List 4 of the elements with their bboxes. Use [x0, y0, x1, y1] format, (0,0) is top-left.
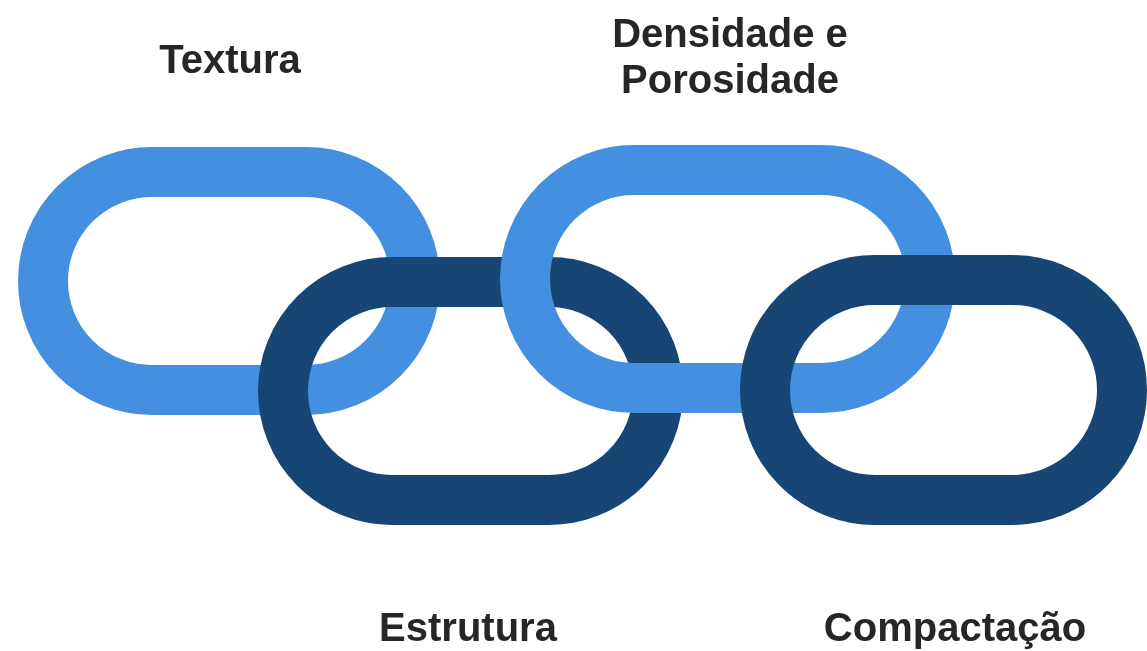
- link-label: Compactação: [822, 604, 1088, 650]
- link-label: Estrutura: [378, 604, 559, 650]
- link-label: Textura: [158, 36, 302, 82]
- link-label: Densidade e Porosidade: [611, 10, 849, 102]
